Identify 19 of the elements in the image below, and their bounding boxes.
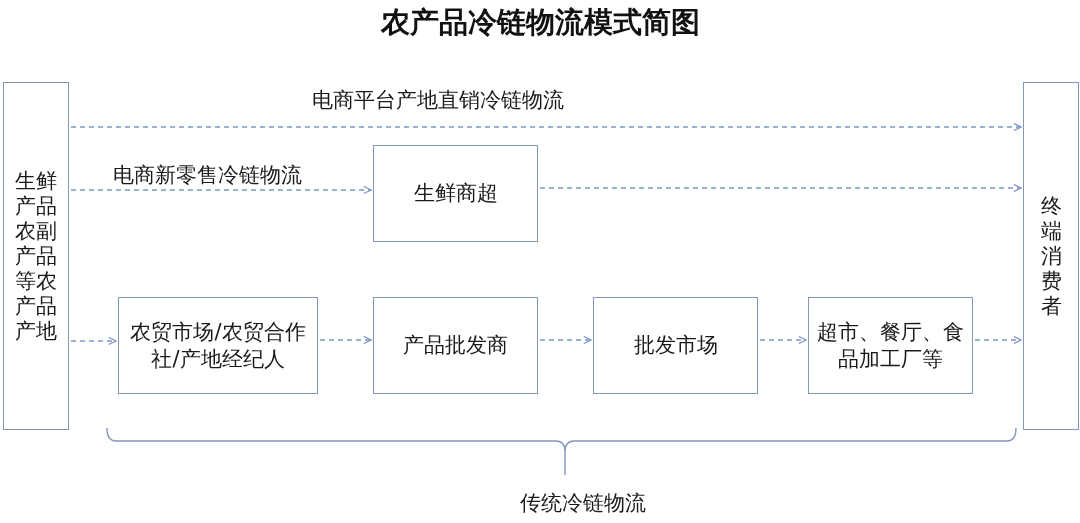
process-box: 批发市场 (593, 297, 758, 394)
process-box: 产品批发商 (373, 297, 538, 394)
arrow (974, 335, 1022, 345)
process-box: 生鲜商超 (373, 145, 538, 242)
edge-label: 电商平台产地直销冷链物流 (312, 87, 564, 113)
arrow (539, 183, 1022, 193)
arrow (70, 185, 372, 195)
arrow (70, 122, 1022, 132)
process-box: 超市、餐厅、食品加工厂等 (808, 297, 973, 394)
title: 农产品冷链物流模式简图 (380, 4, 700, 40)
process-box: 终端消费者 (1023, 82, 1079, 430)
process-box: 生鲜产品农副产品等农产品产地 (3, 82, 69, 430)
edge-label: 电商新零售冷链物流 (113, 162, 302, 188)
bracket-label: 传统冷链物流 (520, 490, 646, 516)
process-box: 农贸市场/农贸合作社/产地经纪人 (118, 297, 318, 394)
arrow (70, 336, 117, 346)
arrow (539, 335, 592, 345)
arrow (319, 335, 372, 345)
arrow (759, 335, 807, 345)
